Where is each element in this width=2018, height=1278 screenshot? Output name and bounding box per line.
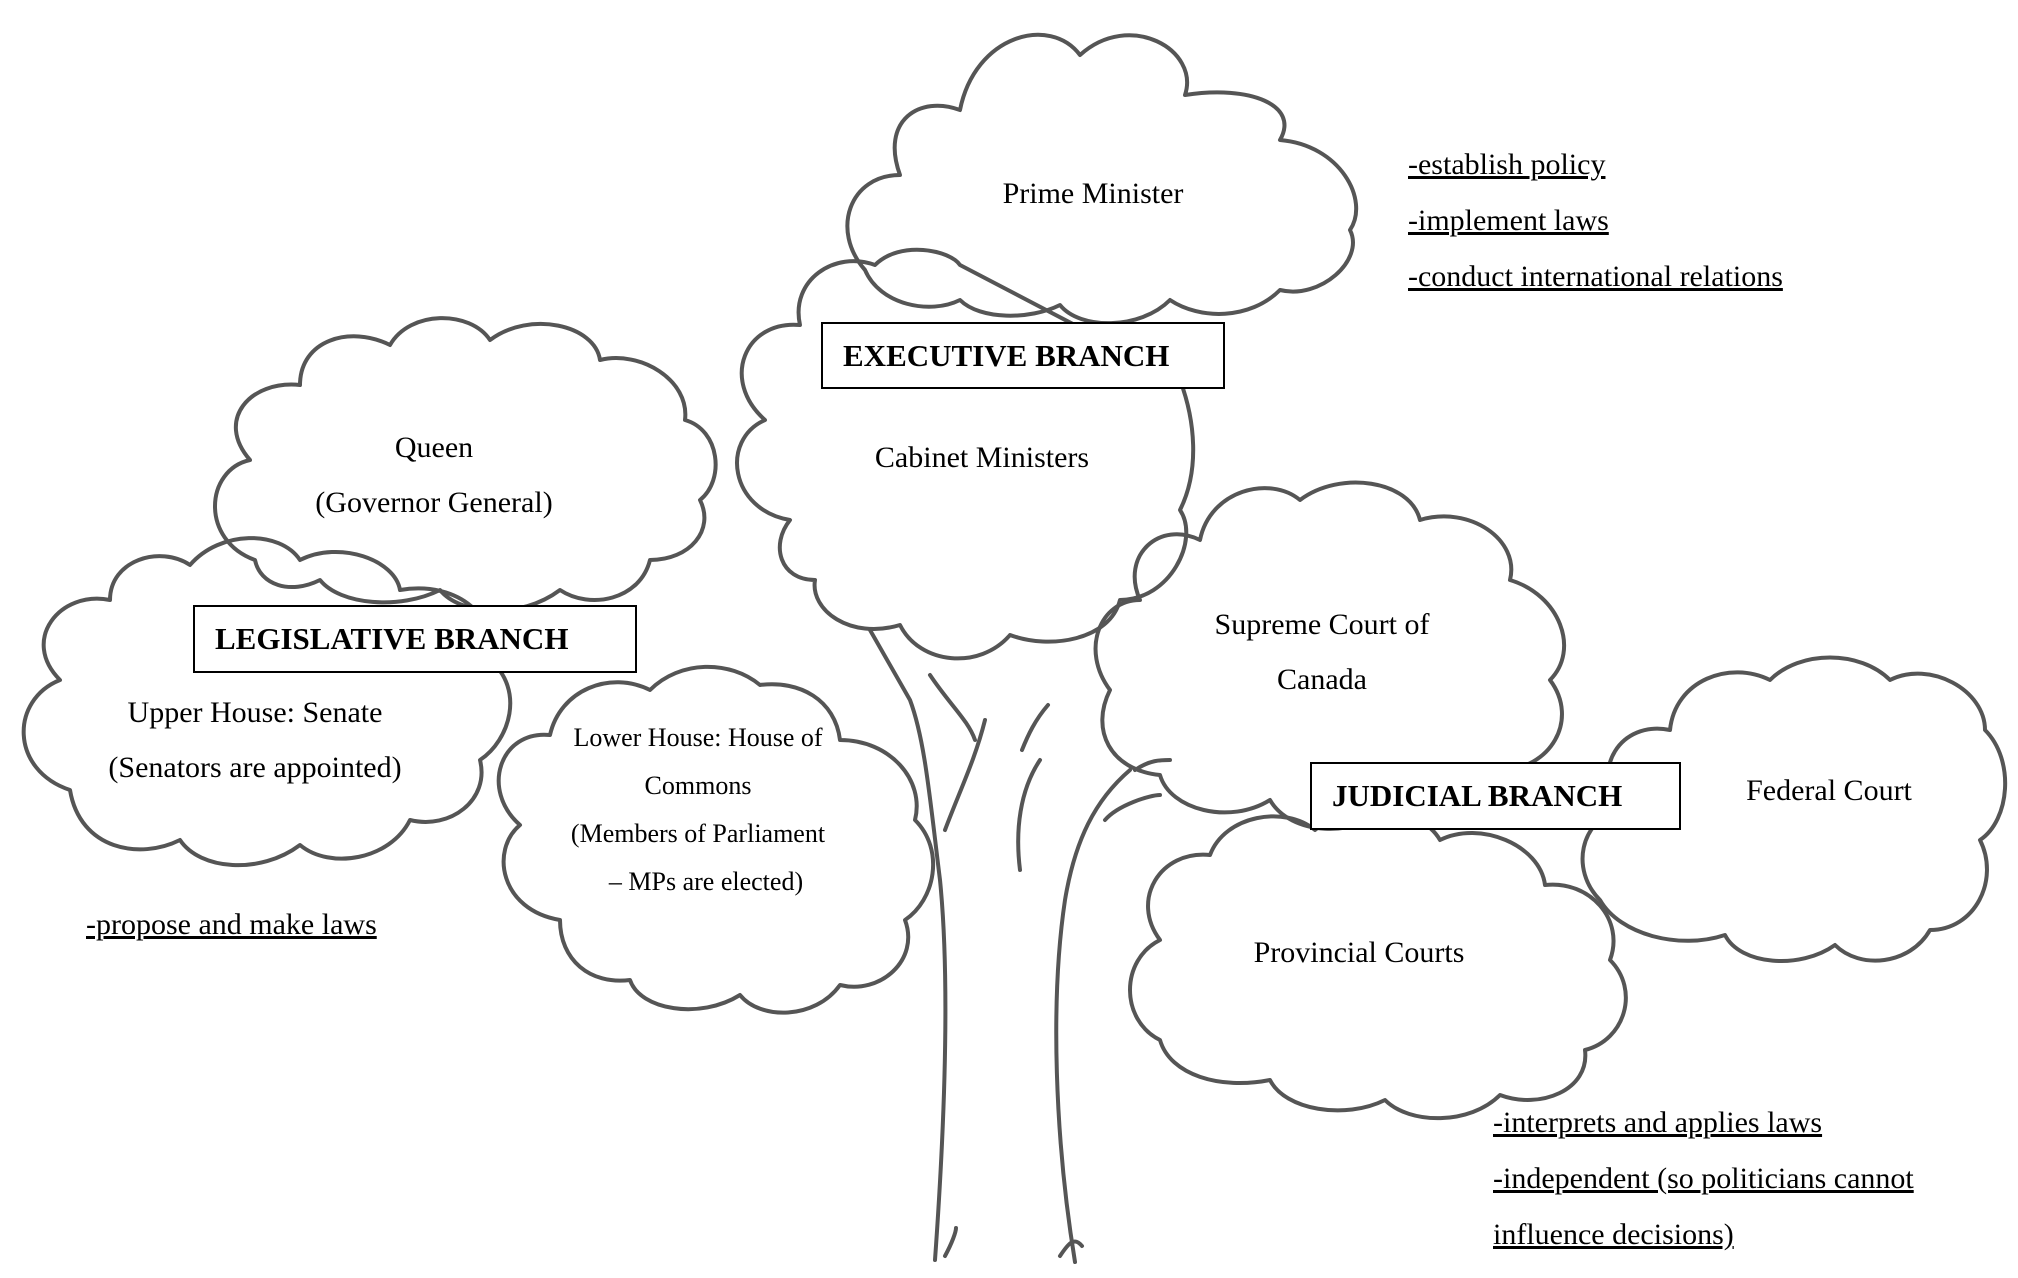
executive-note-2: -implement laws <box>1408 204 1609 237</box>
house-of-commons-label-3: (Members of Parliament <box>570 819 826 848</box>
cloud-house-of-commons <box>496 664 936 1015</box>
house-of-commons-label-4: – MPs are elected) <box>608 867 804 896</box>
provincial-courts-label: Provincial Courts <box>1253 936 1465 969</box>
cloud-supreme-court <box>1093 480 1567 831</box>
cloud-senate <box>21 536 513 868</box>
governor-general-label: (Governor General) <box>315 486 553 519</box>
senators-appointed-label: (Senators are appointed) <box>108 751 402 784</box>
supreme-court-label-1: Supreme Court of <box>1214 608 1430 641</box>
judicial-note-1: -interprets and applies laws <box>1493 1106 1823 1139</box>
cabinet-ministers-label: Cabinet Ministers <box>874 441 1090 474</box>
federal-court-label: Federal Court <box>1746 774 1912 807</box>
house-of-commons-label-2: Commons <box>644 771 752 800</box>
cloud-provincial-courts <box>1128 808 1628 1121</box>
supreme-court-label-2: Canada <box>1277 663 1367 696</box>
judicial-note-3: influence decisions) <box>1493 1218 1734 1251</box>
judicial-branch-title: JUDICIAL BRANCH <box>1310 762 1681 830</box>
tree-trunk <box>868 628 1172 1264</box>
executive-note-1: -establish policy <box>1408 148 1606 181</box>
senate-label: Upper House: Senate <box>127 696 383 729</box>
queen-label: Queen <box>394 431 474 464</box>
cloud-prime-minister <box>845 32 1359 326</box>
legislative-note-1: -propose and make laws <box>86 908 377 941</box>
cloud-queen <box>213 316 718 613</box>
legislative-branch-title: LEGISLATIVE BRANCH <box>193 605 637 673</box>
cloud-federal-court <box>1580 655 2007 963</box>
prime-minister-label: Prime Minister <box>1002 177 1184 210</box>
judicial-note-2: -independent (so politicians cannot <box>1493 1162 1914 1195</box>
cloud-cabinet-ministers <box>735 247 1196 661</box>
executive-note-3: -conduct international relations <box>1408 260 1783 293</box>
executive-branch-title: EXECUTIVE BRANCH <box>821 322 1225 389</box>
house-of-commons-label-1: Lower House: House of <box>573 723 823 752</box>
